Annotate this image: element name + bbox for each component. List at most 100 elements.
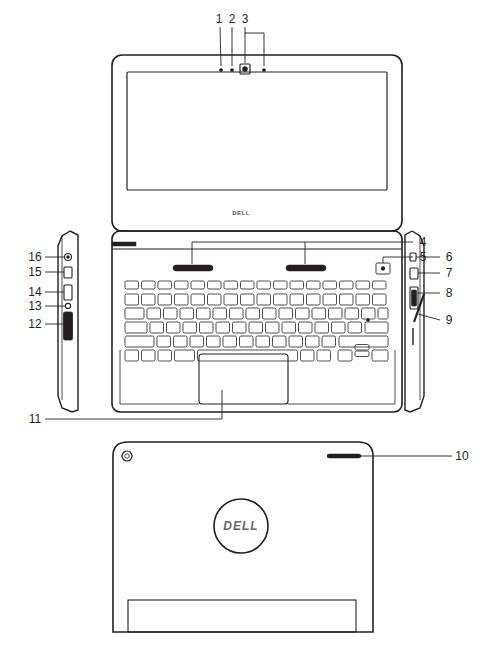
key (317, 350, 331, 361)
power-button (376, 263, 390, 274)
key (208, 281, 222, 289)
leader-line (418, 314, 440, 320)
callout-number: 10 (455, 450, 468, 462)
key (224, 294, 238, 305)
microphone (263, 69, 266, 72)
key (246, 308, 260, 319)
callout-number: 16 (28, 251, 41, 263)
key (362, 308, 376, 319)
microphone (220, 69, 223, 72)
leader-line (45, 292, 64, 293)
key (323, 294, 337, 305)
leader-line (418, 273, 440, 274)
camera (240, 64, 250, 74)
key (274, 281, 288, 289)
leader-line (305, 242, 306, 264)
leader-line (45, 306, 65, 307)
stylus-slot (412, 328, 413, 345)
key (332, 322, 346, 333)
key (373, 294, 387, 305)
key (338, 350, 352, 361)
key (125, 322, 147, 333)
key (175, 281, 189, 289)
callout-number: 8 (446, 287, 453, 299)
callout-number: 12 (28, 318, 41, 330)
key (279, 308, 293, 319)
stylus (414, 294, 424, 322)
key (340, 281, 354, 289)
leader-line (418, 293, 440, 294)
key (329, 308, 343, 319)
leader-line (45, 257, 64, 258)
key (223, 336, 237, 347)
hdmi-port (64, 285, 72, 300)
key (164, 308, 178, 319)
key (180, 308, 194, 319)
leader-line (232, 27, 233, 66)
light-bar (327, 454, 361, 458)
bottom-strip (128, 600, 356, 632)
leader-line (220, 27, 221, 66)
power-led (381, 267, 384, 270)
key (157, 336, 171, 347)
touchpad (199, 354, 288, 404)
left-side-profile (58, 231, 78, 412)
pointing-stick (367, 319, 369, 321)
key (183, 322, 197, 333)
key (340, 294, 354, 305)
key (158, 294, 172, 305)
key (150, 322, 164, 333)
key (200, 322, 214, 333)
key (296, 308, 310, 319)
leader-line (383, 257, 413, 263)
key (307, 294, 321, 305)
key (345, 308, 359, 319)
callout-number: 11 (29, 413, 41, 425)
key (191, 294, 205, 305)
hinge-mark (112, 242, 136, 246)
key (142, 294, 156, 305)
key (356, 294, 370, 305)
key (257, 281, 271, 289)
key (197, 308, 211, 319)
callout-number: 5 (420, 251, 427, 263)
leader-line (245, 27, 246, 63)
callout-number: 14 (28, 286, 41, 298)
palmrest-line (120, 350, 199, 404)
key (142, 350, 156, 361)
power-port (67, 256, 69, 258)
key (263, 308, 277, 319)
key (142, 281, 156, 289)
hinge (173, 265, 213, 271)
key (147, 308, 161, 319)
key (306, 336, 320, 347)
logo-circle (214, 499, 268, 553)
palmrest-line (288, 350, 395, 404)
cover-badge (125, 454, 129, 458)
leader-line (45, 324, 63, 325)
key (348, 322, 362, 333)
key (125, 336, 154, 347)
left-side-edge (62, 236, 63, 400)
key (290, 294, 304, 305)
key (208, 294, 222, 305)
key (125, 294, 139, 305)
audio-port (65, 303, 70, 308)
key (355, 345, 369, 351)
key (299, 322, 313, 333)
leader-line (245, 33, 264, 66)
leader-line (416, 257, 440, 258)
hinge-line (112, 249, 402, 250)
callout-number: 1 (216, 13, 223, 25)
key (315, 322, 329, 333)
key (230, 308, 244, 319)
key (125, 281, 139, 289)
callout-number: 9 (446, 314, 453, 326)
key (307, 281, 321, 289)
camera-light (231, 69, 234, 72)
callout-number: 3 (242, 13, 249, 25)
callout-number: 2 (229, 13, 236, 25)
logo-text: DELL (223, 520, 258, 532)
cover-badge (122, 451, 132, 461)
